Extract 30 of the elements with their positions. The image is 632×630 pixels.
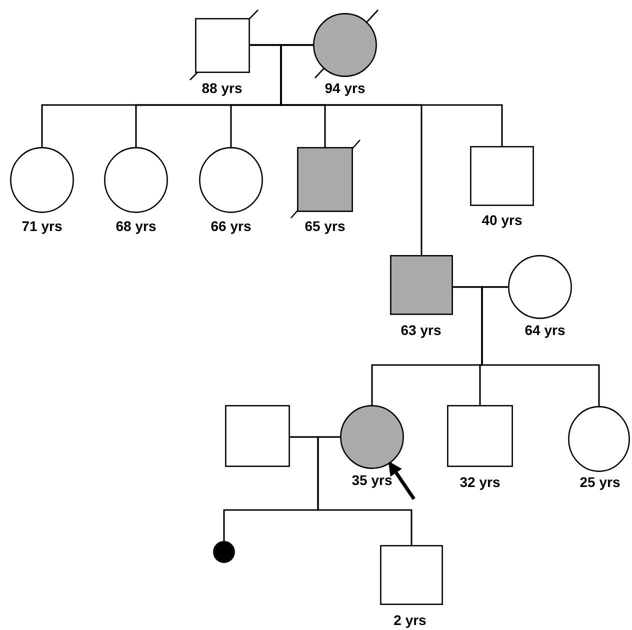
female-circle xyxy=(104,147,168,213)
age-label: 68 yrs xyxy=(116,218,156,234)
affected-female-circle xyxy=(340,405,404,469)
age-label: 65 yrs xyxy=(304,218,346,234)
age-label: 88 yrs xyxy=(202,80,242,96)
female-circle xyxy=(568,406,630,472)
age-label: 64 yrs xyxy=(524,322,566,338)
descent-line xyxy=(481,286,600,406)
female-circle xyxy=(10,147,74,213)
female-circle xyxy=(199,147,263,213)
male-square xyxy=(470,146,534,206)
age-label: 71 yrs xyxy=(22,218,62,234)
affected-male-square xyxy=(390,255,453,315)
age-label: 63 yrs xyxy=(400,322,442,338)
age-label: 2 yrs xyxy=(394,612,426,628)
age-label: 32 yrs xyxy=(460,474,500,490)
age-label: 40 yrs xyxy=(482,212,522,228)
age-label: 94 yrs xyxy=(324,80,366,96)
male-square xyxy=(225,405,290,467)
age-label: 66 yrs xyxy=(210,218,252,234)
affected-female-circle xyxy=(213,541,235,563)
proband-arrow xyxy=(388,461,416,500)
male-square xyxy=(447,405,513,467)
age-label: 25 yrs xyxy=(580,474,620,490)
female-circle xyxy=(508,255,572,319)
descent-line xyxy=(317,436,412,545)
age-label: 35 yrs xyxy=(352,472,392,488)
male-square xyxy=(380,545,443,605)
male-square xyxy=(195,18,250,73)
affected-male-square xyxy=(297,147,353,212)
